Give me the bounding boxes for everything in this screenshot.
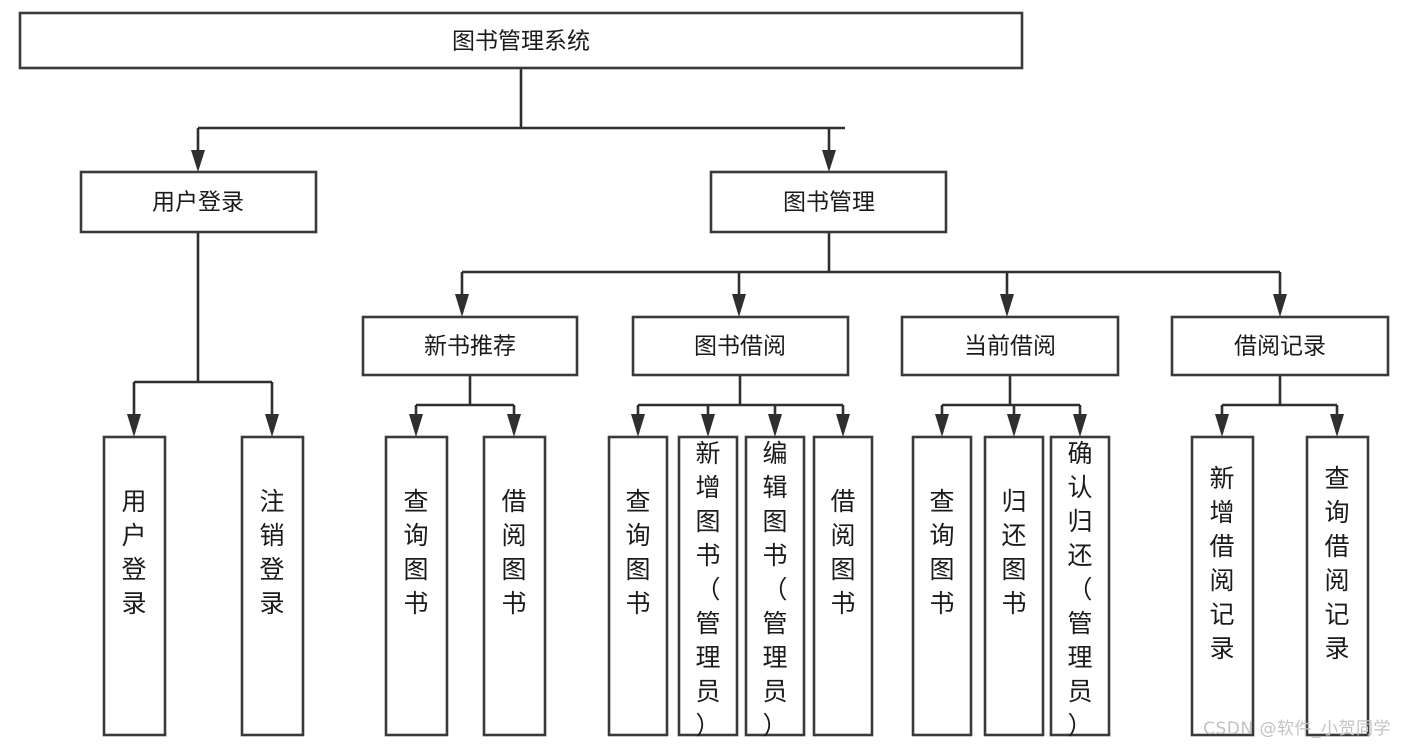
- node-leaf-edit-book-label: 编辑图书（管理员）: [762, 439, 787, 740]
- node-book-mgmt[interactable]: 图书管理: [709, 170, 948, 234]
- node-leaf-return-book[interactable]: 归还图书: [983, 435, 1045, 737]
- node-current-borrow-label: 当前借阅: [964, 334, 1056, 360]
- arrow-to-user-login: [191, 150, 205, 172]
- arrow-to-leaf-query-book-br: [631, 414, 645, 437]
- connector-userlogin-to-leaves: [127, 232, 279, 437]
- node-leaf-query-book-rec-label: 查询图书: [403, 487, 428, 618]
- node-leaf-borrow-book-br-label: 借阅图书: [830, 487, 855, 618]
- connector-borrowrecord-to-leaves: [1215, 375, 1344, 437]
- node-root[interactable]: 图书管理系统: [18, 11, 1024, 70]
- arrow-to-book-mgmt: [822, 150, 836, 172]
- node-leaf-user-login[interactable]: 用户登录: [102, 435, 167, 737]
- node-leaf-logout-label: 注销登录: [259, 487, 284, 618]
- connector-currentborrow-to-leaves: [935, 375, 1087, 437]
- node-user-login-label: 用户登录: [152, 190, 244, 216]
- node-leaf-add-record-label: 新增借阅记录: [1209, 464, 1234, 663]
- arrow-to-leaf-add-book: [701, 414, 715, 437]
- node-leaf-add-book-label: 新增图书（管理员）: [695, 439, 720, 740]
- node-leaf-query-book-br-label: 查询图书: [625, 487, 650, 618]
- arrow-to-leaf-borrow-book-rec: [507, 414, 521, 437]
- node-leaf-query-book-rec[interactable]: 查询图书: [384, 435, 449, 737]
- node-new-book-rec-label: 新书推荐: [424, 334, 516, 360]
- node-leaf-return-book-label: 归还图书: [1001, 487, 1026, 618]
- node-leaf-edit-book[interactable]: 编辑图书（管理员）: [744, 435, 806, 740]
- csdn-watermark: CSDN @软件_小贺同学: [1203, 719, 1391, 739]
- arrow-to-leaf-query-book-cb: [935, 414, 949, 437]
- connector-root-to-level2: [191, 68, 845, 172]
- node-root-label: 图书管理系统: [452, 29, 590, 55]
- node-book-mgmt-label: 图书管理: [783, 190, 875, 216]
- node-leaf-borrow-book-rec-label: 借阅图书: [501, 487, 526, 618]
- arrow-to-leaf-edit-book: [768, 414, 782, 437]
- arrow-to-book-borrow: [732, 294, 746, 317]
- node-leaf-logout[interactable]: 注销登录: [240, 435, 305, 737]
- arrow-to-borrow-record: [1273, 294, 1287, 317]
- node-leaf-query-book-br[interactable]: 查询图书: [607, 435, 669, 737]
- node-book-borrow[interactable]: 图书借阅: [631, 315, 850, 377]
- arrow-to-leaf-query-book-rec: [409, 414, 423, 437]
- node-leaf-confirm-return[interactable]: 确认归还（管理员）: [1049, 435, 1111, 740]
- node-leaf-query-record-label: 查询借阅记录: [1324, 464, 1349, 663]
- arrow-to-leaf-query-record: [1330, 414, 1344, 437]
- arrow-to-leaf-return-book: [1007, 414, 1021, 437]
- node-leaf-confirm-return-label: 确认归还（管理员）: [1067, 439, 1092, 740]
- node-leaf-borrow-book-rec[interactable]: 借阅图书: [482, 435, 547, 737]
- node-leaf-query-book-cb-label: 查询图书: [929, 487, 954, 618]
- node-leaf-user-login-label: 用户登录: [121, 487, 146, 618]
- connector-bookborrow-to-leaves: [631, 375, 850, 437]
- arrow-to-leaf-logout: [265, 414, 279, 437]
- arrow-to-leaf-borrow-book-br: [836, 414, 850, 437]
- node-leaf-query-book-cb[interactable]: 查询图书: [911, 435, 973, 737]
- arrow-to-leaf-add-record: [1215, 414, 1229, 437]
- node-leaf-query-record[interactable]: 查询借阅记录: [1305, 435, 1370, 737]
- node-book-borrow-label: 图书借阅: [694, 334, 786, 360]
- node-borrow-record-label: 借阅记录: [1234, 334, 1326, 360]
- node-user-login[interactable]: 用户登录: [79, 170, 318, 234]
- arrow-to-current-borrow: [1000, 294, 1014, 317]
- arrow-to-leaf-confirm-return: [1073, 414, 1087, 437]
- node-borrow-record[interactable]: 借阅记录: [1170, 315, 1390, 377]
- connector-newbookrec-to-leaves: [409, 375, 521, 437]
- arrow-to-leaf-user-login: [127, 414, 141, 437]
- node-current-borrow[interactable]: 当前借阅: [900, 315, 1120, 377]
- node-new-book-rec[interactable]: 新书推荐: [361, 315, 579, 377]
- arrow-to-new-book-rec: [455, 294, 469, 317]
- node-leaf-add-book[interactable]: 新增图书（管理员）: [677, 435, 739, 740]
- node-leaf-add-record[interactable]: 新增借阅记录: [1190, 435, 1255, 737]
- node-leaf-borrow-book-br[interactable]: 借阅图书: [812, 435, 874, 737]
- connector-bookmgmt-to-level3: [455, 232, 1287, 317]
